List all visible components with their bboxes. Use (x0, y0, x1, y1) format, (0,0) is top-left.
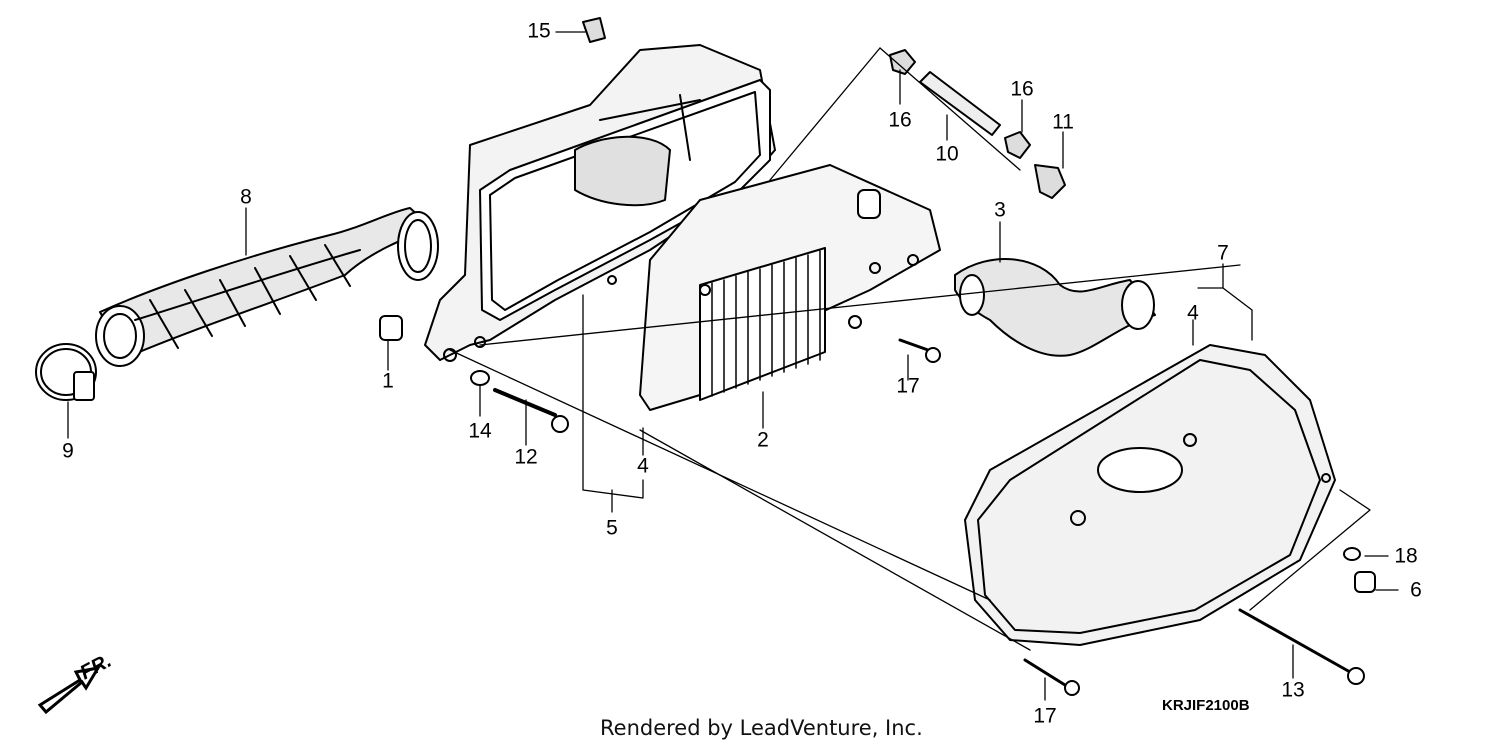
part-label-4-right: 4 (1187, 301, 1199, 325)
hose-clamp-part-9 (35, 343, 97, 401)
intake-tube-part-8 (95, 207, 439, 367)
grommet-part-18 (1343, 547, 1361, 561)
part-label-7: 7 (1217, 241, 1229, 265)
part-label-4-left: 4 (637, 454, 649, 478)
clamp-part-16-top (889, 49, 916, 75)
part-label-10: 10 (935, 142, 959, 166)
part-label-18: 18 (1394, 544, 1418, 568)
part-label-17-lower: 17 (1033, 704, 1057, 728)
diagram-code: KRJIF2100B (1162, 697, 1250, 714)
bolt-part-12 (493, 388, 569, 433)
part-label-11: 11 (1052, 110, 1074, 134)
part-label-15: 15 (527, 19, 551, 43)
part-label-2: 2 (757, 428, 769, 452)
air-cleaner-cover-part-7 (964, 344, 1336, 646)
part-label-16-right: 16 (1010, 77, 1034, 101)
leader-lines (67, 31, 1399, 701)
clip-part-15 (582, 17, 606, 43)
part-label-1: 1 (382, 369, 394, 393)
part-label-13: 13 (1281, 678, 1305, 702)
part-label-9: 9 (62, 439, 74, 463)
bolt-part-13 (1238, 608, 1365, 685)
air-duct-part-3 (954, 258, 1156, 357)
render-credit: Rendered by LeadVenture, Inc. (600, 716, 923, 740)
air-cleaner-case-part-5 (424, 44, 776, 362)
clamp-part-16-right (1004, 131, 1031, 159)
part-label-16-left: 16 (888, 108, 912, 132)
washer-part-14 (470, 370, 490, 386)
part-label-17-upper: 17 (896, 374, 920, 398)
plug-part-6 (1354, 571, 1376, 593)
part-label-8: 8 (240, 185, 252, 209)
plug-part-11 (1034, 164, 1066, 199)
part-label-14: 14 (468, 419, 492, 443)
screw-part-17-upper (898, 338, 941, 363)
part-label-12: 12 (514, 445, 538, 469)
bolt-part-1 (379, 315, 403, 341)
drain-tube-part-10 (919, 71, 1001, 136)
air-filter-element-part-2 (639, 164, 941, 411)
part-label-5: 5 (606, 516, 618, 540)
screw-part-17-lower (1023, 658, 1080, 696)
part-label-3: 3 (994, 198, 1006, 222)
front-direction-arrow-icon (37, 665, 101, 715)
part-label-6: 6 (1410, 578, 1422, 602)
